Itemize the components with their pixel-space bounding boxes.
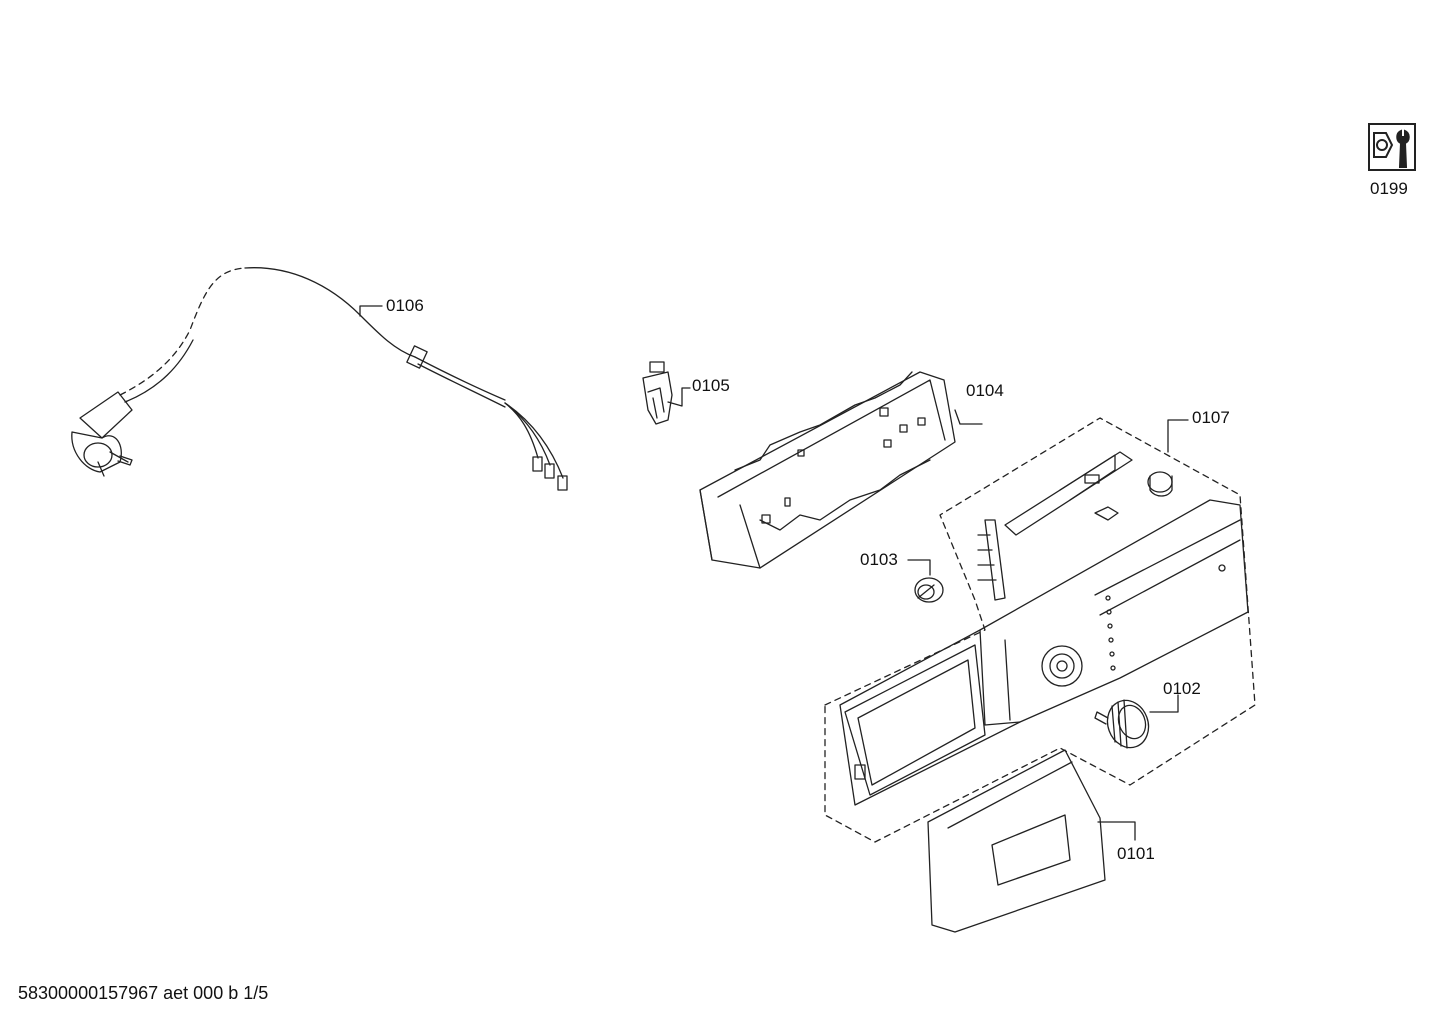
control-module-carrier-drawing	[699, 371, 956, 569]
part-label-0103: 0103	[860, 550, 898, 569]
leader-0107	[1167, 419, 1189, 453]
knob-insert-drawing	[914, 577, 944, 603]
leader-0102	[1149, 694, 1179, 713]
leader-0101	[1097, 821, 1136, 841]
power-cord-drawing	[71, 267, 568, 491]
part-label-0107: 0107	[1192, 408, 1230, 427]
selector-knob-drawing	[1094, 699, 1150, 749]
part-label-0106: 0106	[386, 296, 424, 315]
leader-0106	[359, 305, 383, 317]
leader-0104	[954, 409, 983, 425]
leader-0105	[667, 387, 691, 407]
part-label-0199: 0199	[1370, 179, 1408, 198]
part-label-0105: 0105	[692, 376, 730, 395]
detergent-drawer-handle-drawing	[927, 749, 1106, 933]
service-tool-icon	[1368, 123, 1416, 171]
leader-0103	[907, 559, 931, 576]
part-label-0101: 0101	[1117, 844, 1155, 863]
mains-filter-drawing	[642, 361, 673, 425]
part-label-0104: 0104	[966, 381, 1004, 400]
control-panel-assembly-drawing	[839, 451, 1249, 806]
part-label-0102: 0102	[1163, 679, 1201, 698]
document-footer: 58300000157967 aet 000 b 1/5	[18, 983, 269, 1003]
